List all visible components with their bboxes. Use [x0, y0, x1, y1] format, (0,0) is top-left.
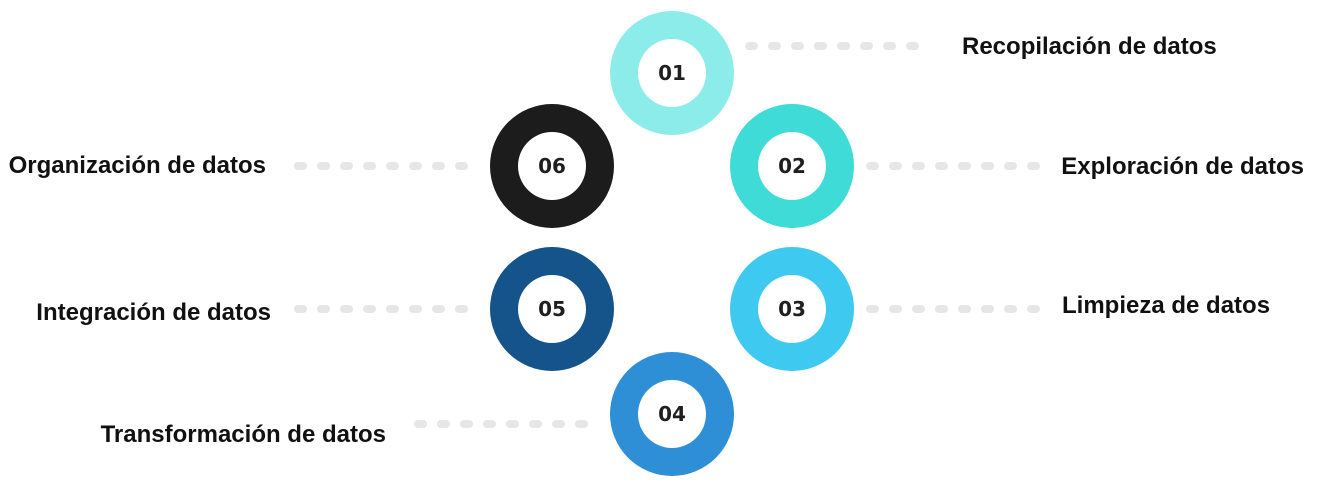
- connector-dot: [889, 305, 902, 313]
- connector-dot: [340, 305, 353, 313]
- connector-dot: [432, 162, 445, 170]
- connector-dot: [837, 42, 850, 50]
- connector-dot: [455, 305, 468, 313]
- connector-dot: [386, 305, 399, 313]
- connector-dot: [340, 162, 353, 170]
- connector-dot: [791, 42, 804, 50]
- connector-5: [294, 305, 468, 313]
- connector-dot: [883, 42, 896, 50]
- step-number-1: 01: [658, 61, 686, 85]
- connector-dot: [935, 305, 948, 313]
- connector-4: [414, 420, 588, 428]
- connector-dot: [409, 305, 422, 313]
- step-label-3: Limpieza de datos: [1062, 292, 1270, 319]
- ring-center-4: [638, 380, 706, 448]
- connector-dot: [409, 162, 422, 170]
- connector-dot: [455, 162, 468, 170]
- connector-dot: [814, 42, 827, 50]
- connector-2: [866, 162, 1040, 170]
- step-label-2: Exploración de datos: [1061, 153, 1304, 180]
- connector-dot: [912, 305, 925, 313]
- ring-center-6: [518, 132, 586, 200]
- connector-3: [866, 305, 1040, 313]
- connector-dot: [575, 420, 588, 428]
- step-2: 02 Exploración de datos: [730, 104, 1304, 228]
- step-number-4: 04: [658, 402, 686, 426]
- connector-dot: [386, 162, 399, 170]
- connector-1: [745, 42, 919, 50]
- connector-dot: [958, 305, 971, 313]
- step-5: 05 Integración de datos: [36, 247, 614, 371]
- connector-dot: [935, 162, 948, 170]
- connector-dot: [506, 420, 519, 428]
- connector-dot: [866, 162, 879, 170]
- step-label-5: Integración de datos: [36, 299, 271, 326]
- connector-dot: [529, 420, 542, 428]
- connector-dot: [860, 42, 873, 50]
- connector-dot: [1004, 305, 1017, 313]
- connector-dot: [958, 162, 971, 170]
- step-label-6: Organización de datos: [9, 152, 266, 179]
- step-label-1: Recopilación de datos: [962, 33, 1217, 60]
- connector-dot: [363, 162, 376, 170]
- ring-center-2: [758, 132, 826, 200]
- connector-dot: [768, 42, 781, 50]
- connector-dot: [1027, 305, 1040, 313]
- step-number-2: 02: [778, 154, 806, 178]
- connector-dot: [981, 305, 994, 313]
- step-6: 06 Organización de datos: [9, 104, 614, 228]
- connector-dot: [552, 420, 565, 428]
- ring-center-1: [638, 39, 706, 107]
- step-number-3: 03: [778, 297, 806, 321]
- connector-dot: [317, 305, 330, 313]
- ring-center-3: [758, 275, 826, 343]
- connector-dot: [294, 162, 307, 170]
- connector-6: [294, 162, 468, 170]
- step-1: 01 Recopilación de datos: [610, 11, 1217, 135]
- connector-dot: [460, 420, 473, 428]
- connector-dot: [1004, 162, 1017, 170]
- connector-dot: [317, 162, 330, 170]
- connector-dot: [437, 420, 450, 428]
- connector-dot: [432, 305, 445, 313]
- ring-center-5: [518, 275, 586, 343]
- connector-dot: [363, 305, 376, 313]
- connector-dot: [483, 420, 496, 428]
- connector-dot: [414, 420, 427, 428]
- connector-dot: [906, 42, 919, 50]
- connector-dot: [745, 42, 758, 50]
- step-3: 03 Limpieza de datos: [730, 247, 1270, 371]
- step-number-5: 05: [538, 297, 566, 321]
- step-number-6: 06: [538, 154, 566, 178]
- connector-dot: [889, 162, 902, 170]
- connector-dot: [294, 305, 307, 313]
- connector-dot: [866, 305, 879, 313]
- connector-dot: [981, 162, 994, 170]
- connector-dot: [1027, 162, 1040, 170]
- connector-dot: [912, 162, 925, 170]
- step-label-4: Transformación de datos: [101, 421, 386, 448]
